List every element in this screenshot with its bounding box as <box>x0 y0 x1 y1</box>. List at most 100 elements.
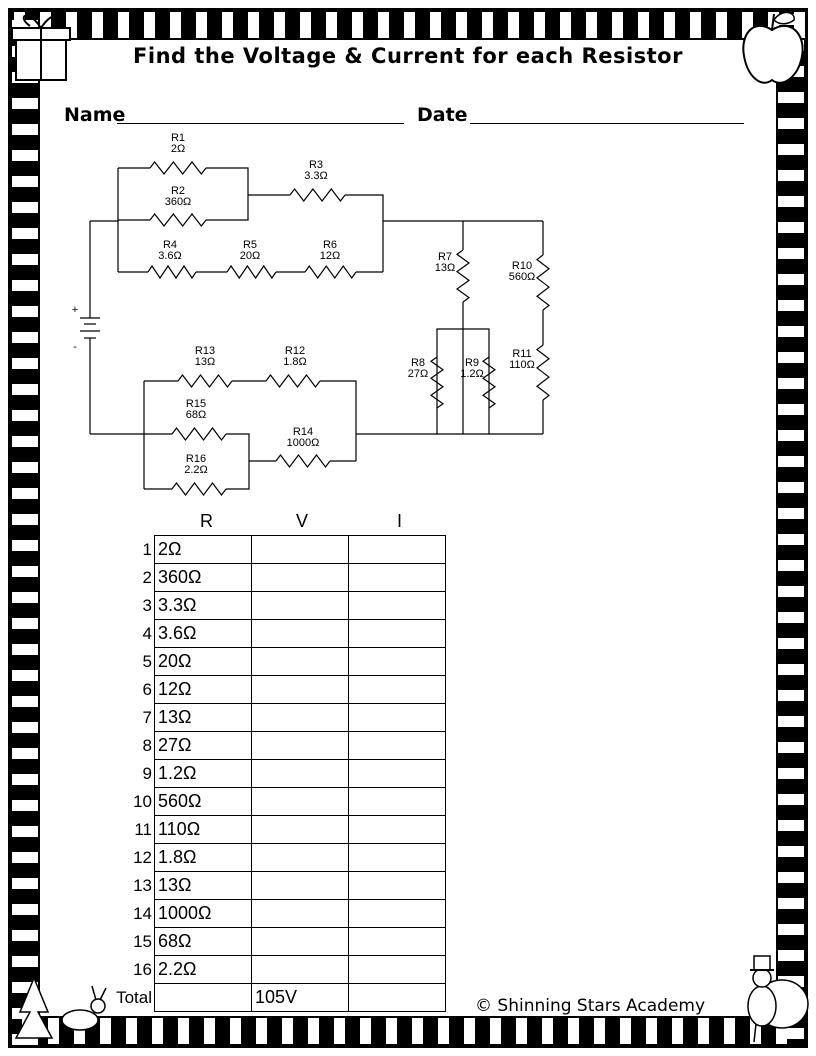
name-label: Name <box>64 104 126 126</box>
resistance-cell: 12Ω <box>154 675 252 704</box>
voltage-cell[interactable] <box>251 759 349 788</box>
resistor-label: R16 <box>186 453 206 465</box>
voltage-cell[interactable] <box>251 871 349 900</box>
current-cell[interactable] <box>348 955 446 984</box>
row-number: 8 <box>142 735 152 755</box>
row-number: 5 <box>142 651 152 671</box>
resistance-cell: 1000Ω <box>154 899 252 928</box>
resistor-label: R10 <box>512 260 532 272</box>
current-cell[interactable] <box>348 871 446 900</box>
current-cell[interactable] <box>348 815 446 844</box>
row-number: 2 <box>142 567 152 587</box>
current-cell[interactable] <box>348 899 446 928</box>
resistor-r3-symbol <box>289 188 346 202</box>
resistor-value: 2Ω <box>171 143 185 155</box>
voltage-cell[interactable] <box>251 787 349 816</box>
current-cell[interactable] <box>348 843 446 872</box>
resistor-value: 13Ω <box>195 356 215 368</box>
voltage-cell[interactable] <box>251 955 349 984</box>
resistor-r5-symbol <box>226 264 277 280</box>
current-cell[interactable] <box>348 535 446 564</box>
current-cell[interactable] <box>348 927 446 956</box>
current-cell[interactable] <box>348 731 446 760</box>
voltage-cell[interactable] <box>251 563 349 592</box>
row-number: 10 <box>133 791 152 811</box>
current-cell[interactable] <box>348 703 446 732</box>
resistor-r7-symbol <box>455 249 471 303</box>
resistor-label: R9 <box>465 357 479 369</box>
resistor-label: R11 <box>512 348 531 360</box>
current-cell[interactable] <box>348 619 446 648</box>
resistor-value: 360Ω <box>165 196 192 208</box>
voltage-cell[interactable]: 105V <box>251 983 349 1012</box>
resistor-r13-symbol <box>177 374 233 388</box>
resistor-value: 2.2Ω <box>184 464 208 476</box>
row-number: 15 <box>133 931 152 951</box>
resistor-value: 3.3Ω <box>304 170 328 182</box>
row-number: 9 <box>142 763 152 783</box>
resistor-value: 110Ω <box>509 359 535 371</box>
row-number: 4 <box>142 623 152 643</box>
resistor-label: R14 <box>293 426 313 438</box>
resistor-r14-symbol <box>275 454 331 468</box>
resistance-cell <box>154 983 252 1012</box>
row-number: 1 <box>142 539 152 559</box>
resistance-cell: 3.3Ω <box>154 591 252 620</box>
battery-plus: + <box>72 304 78 316</box>
resistor-value: 560Ω <box>509 271 536 283</box>
resistor-value: 12Ω <box>320 250 340 262</box>
resistance-cell: 360Ω <box>154 563 252 592</box>
voltage-cell[interactable] <box>251 591 349 620</box>
resistor-label: R12 <box>285 345 305 357</box>
resistor-label: R2 <box>171 185 185 197</box>
current-cell[interactable] <box>348 675 446 704</box>
date-field[interactable] <box>470 123 744 124</box>
voltage-cell[interactable] <box>251 675 349 704</box>
voltage-cell[interactable] <box>251 815 349 844</box>
row-number: 3 <box>142 595 152 615</box>
voltage-cell[interactable] <box>251 731 349 760</box>
voltage-cell[interactable] <box>251 619 349 648</box>
resistor-value: 1.8Ω <box>283 356 307 368</box>
resistance-cell: 2Ω <box>154 535 252 564</box>
voltage-cell[interactable] <box>251 535 349 564</box>
voltage-cell[interactable] <box>251 703 349 732</box>
resistance-cell: 1.8Ω <box>154 843 252 872</box>
current-cell[interactable] <box>348 787 446 816</box>
voltage-cell[interactable] <box>251 647 349 676</box>
gift-icon <box>11 14 71 81</box>
col-header-i: I <box>397 511 403 531</box>
voltage-cell[interactable] <box>251 927 349 956</box>
resistor-label: R7 <box>438 251 452 263</box>
current-cell[interactable] <box>348 983 446 1012</box>
name-field[interactable] <box>117 123 404 124</box>
voltage-cell[interactable] <box>251 843 349 872</box>
current-cell[interactable] <box>348 563 446 592</box>
voltage-cell[interactable] <box>251 899 349 928</box>
row-number: 13 <box>133 875 152 895</box>
current-cell[interactable] <box>348 759 446 788</box>
resistance-cell: 20Ω <box>154 647 252 676</box>
resistor-label: R5 <box>243 239 257 251</box>
resistance-cell: 13Ω <box>154 703 252 732</box>
row-number: 16 <box>133 959 152 979</box>
resistor-r10-symbol <box>536 254 550 311</box>
row-number: 11 <box>134 819 152 839</box>
current-cell[interactable] <box>348 591 446 620</box>
resistance-cell: 68Ω <box>154 927 252 956</box>
resistor-r6-symbol <box>304 264 357 280</box>
current-cell[interactable] <box>348 647 446 676</box>
resistor-label: R6 <box>323 239 337 251</box>
apple-icon <box>742 11 804 84</box>
